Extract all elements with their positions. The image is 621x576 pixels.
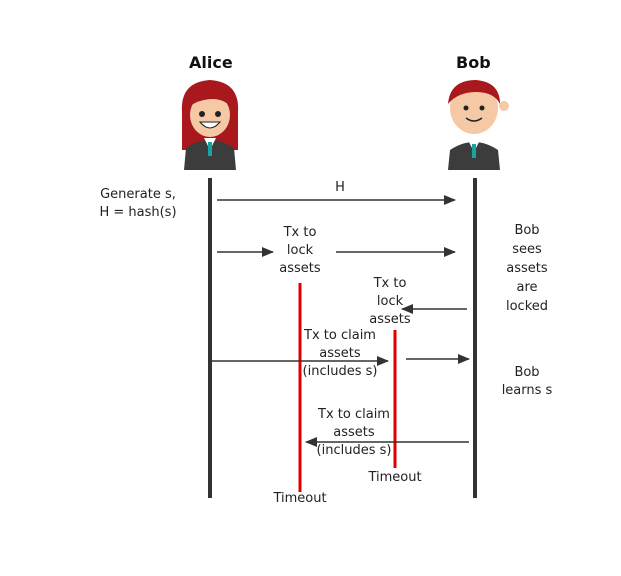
label-line: assets [369,312,411,327]
timeout-bob-label: Timeout [368,470,422,485]
label-line: Tx to claim [304,328,376,343]
note-line: Bob [514,365,540,380]
label-line: assets [319,346,361,361]
note-line: are [516,280,538,295]
note-line: H = hash(s) [99,205,177,220]
note-alice-generate: Generate s, H = hash(s) [86,186,190,222]
label-line: assets [279,261,321,276]
label-line: assets [333,425,375,440]
timeout-alice-label: Timeout [273,491,327,506]
note-line: locked [505,299,549,314]
bob-name: Bob [456,53,491,72]
note-bob-learns: Bob learns s [492,364,562,400]
message-alice-lock-label: Tx to lock assets [270,224,330,278]
label-line: Tx to [283,225,317,240]
note-line: Bob [514,223,540,238]
label-line: lock [286,243,314,258]
label-line: (includes s) [316,443,392,458]
note-line: assets [506,261,548,276]
message-h-label: H [335,180,345,195]
note-line: sees [512,242,542,257]
message-bob-claim-label: Tx to claim assets (includes s) [304,406,404,460]
label-line: (includes s) [302,364,378,379]
note-line: learns s [501,383,553,398]
note-line: Generate s, [100,187,176,202]
label-line: lock [376,294,404,309]
message-alice-claim-label: Tx to claim assets (includes s) [290,327,390,381]
alice-name: Alice [189,53,233,72]
label-line: Tx to claim [318,407,390,422]
bob-avatar-icon [448,80,509,170]
note-bob-sees: Bob sees assets are locked [497,221,557,316]
label-line: Tx to [373,276,407,291]
alice-avatar-icon [181,80,239,170]
message-bob-lock-label: Tx to lock assets [360,275,420,329]
